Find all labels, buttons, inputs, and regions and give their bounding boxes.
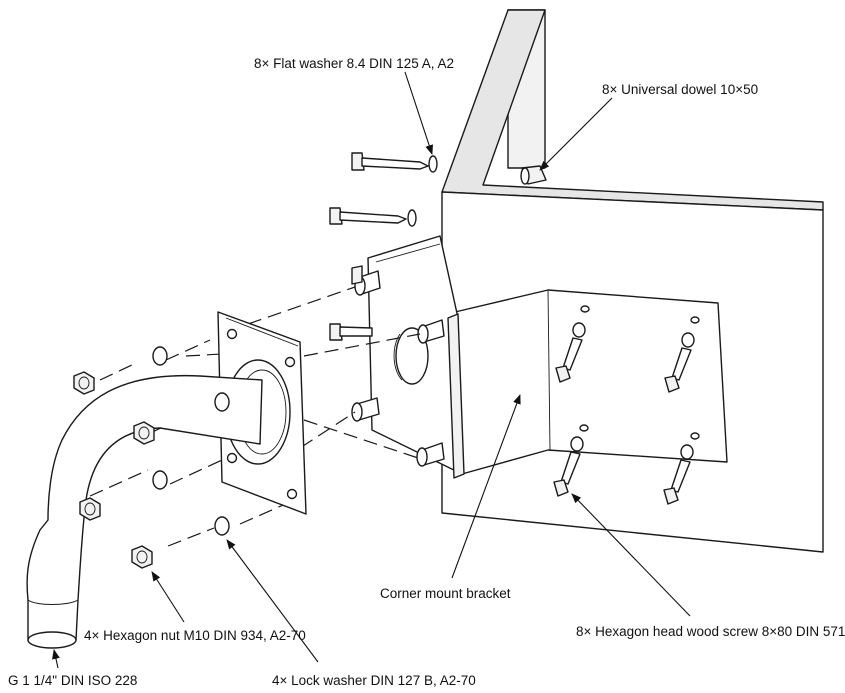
lock-washer-2 <box>214 392 230 412</box>
universal-dowel <box>520 165 547 185</box>
lock-washer-4 <box>214 516 230 536</box>
label-wood-screw: 8× Hexagon head wood screw 8×80 DIN 571 <box>576 624 845 639</box>
bracket-bolts <box>329 152 445 467</box>
label-universal-dowel: 8× Universal dowel 10×50 <box>602 82 758 97</box>
bolt-upper-1 <box>351 152 438 173</box>
stud-1 <box>351 265 381 296</box>
stud-5 <box>416 442 445 467</box>
hex-nut-1 <box>73 371 95 395</box>
stud-3 <box>417 319 445 344</box>
hex-nut-4 <box>131 545 153 569</box>
label-pipe-thread: G 1 1/4" DIN ISO 228 <box>8 673 137 688</box>
wood-screw-1 <box>555 305 590 383</box>
bolt-upper-2 <box>329 207 417 227</box>
hex-nut-3 <box>79 497 101 521</box>
label-corner-mount-bracket: Corner mount bracket <box>380 586 511 601</box>
wood-screws <box>553 305 700 505</box>
hex-nut-2 <box>133 421 155 445</box>
wood-screw-2 <box>664 316 700 393</box>
leader-lines <box>52 71 691 669</box>
mast-pipe <box>26 374 263 649</box>
lock-washer-1 <box>152 346 168 366</box>
labels: 8× Flat washer 8.4 DIN 125 A, A2 8× Univ… <box>8 56 845 688</box>
elbow-pipe-body <box>26 374 263 641</box>
wood-screw-3 <box>553 424 589 497</box>
bracket-bend <box>447 313 465 479</box>
wood-screw-4 <box>663 432 700 505</box>
flat-washer <box>407 209 417 227</box>
corner-mount-bracket <box>367 235 728 479</box>
stud-4 <box>351 397 380 422</box>
wall-top-face <box>441 9 824 211</box>
stud-2 <box>329 323 373 341</box>
lock-washer-3 <box>152 470 168 490</box>
nuts-washers <box>73 346 230 569</box>
label-lock-washer: 4× Lock washer DIN 127 B, A2-70 <box>272 673 476 688</box>
label-flat-washer: 8× Flat washer 8.4 DIN 125 A, A2 <box>254 56 454 71</box>
flat-washer <box>428 155 438 173</box>
pipe-end <box>27 631 77 649</box>
label-hex-nut: 4× Hexagon nut M10 DIN 934, A2-70 <box>84 628 306 643</box>
